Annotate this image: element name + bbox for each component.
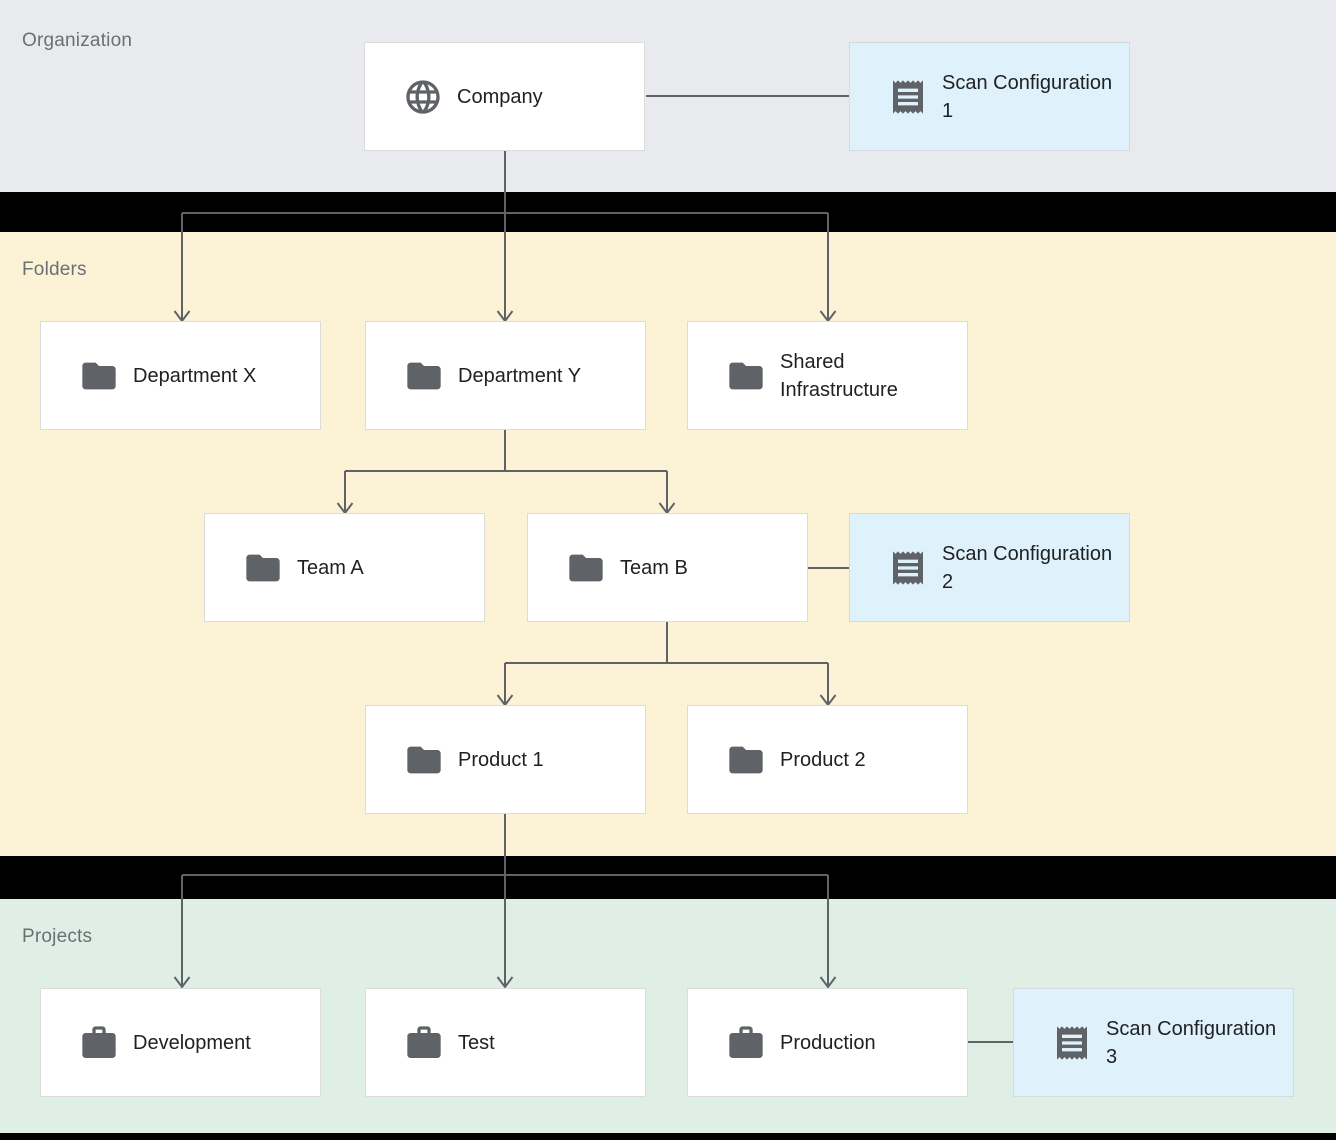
node-company-label: Company <box>457 85 543 108</box>
scan-config-2-label: Scan Configuration 2 <box>942 542 1113 593</box>
node-department-x-label: Department X <box>133 364 257 387</box>
section-label-folders: Folders <box>22 259 87 280</box>
node-team-a: Team A <box>204 513 485 622</box>
folder-icon <box>246 554 280 581</box>
folder-icon <box>729 362 763 389</box>
section-label-projects: Projects <box>22 926 93 947</box>
node-shared-infrastructure: Shared Infrastructure <box>687 321 968 430</box>
node-product-1-label: Product 1 <box>458 748 544 771</box>
receipt-icon <box>893 79 923 114</box>
node-team-b: Team B <box>527 513 808 622</box>
node-department-y-label: Department Y <box>458 364 582 387</box>
node-production: Production <box>687 988 968 1097</box>
node-team-b-label: Team B <box>620 556 688 579</box>
node-product-1: Product 1 <box>365 705 646 814</box>
folder-icon <box>407 746 441 773</box>
globe-icon <box>406 79 440 114</box>
node-shared-infrastructure-label: Shared Infrastructure <box>780 350 898 401</box>
node-development-label: Development <box>133 1031 251 1054</box>
node-product-2: Product 2 <box>687 705 968 814</box>
briefcase-icon <box>82 1025 116 1058</box>
receipt-icon <box>893 550 923 585</box>
node-production-label: Production <box>780 1031 876 1054</box>
node-department-y: Department Y <box>365 321 646 430</box>
node-test-label: Test <box>458 1031 495 1054</box>
briefcase-icon <box>729 1025 763 1058</box>
node-development: Development <box>40 988 321 1097</box>
node-scan-configuration-2: Scan Configuration 2 <box>849 513 1130 622</box>
receipt-icon <box>1057 1025 1087 1060</box>
node-team-a-label: Team A <box>297 556 364 579</box>
node-test: Test <box>365 988 646 1097</box>
folder-icon <box>82 362 116 389</box>
organization-band <box>0 0 1336 192</box>
briefcase-icon <box>407 1025 441 1058</box>
scan-config-3-label: Scan Configuration 3 <box>1106 1017 1277 1068</box>
node-scan-configuration-1: Scan Configuration 1 <box>849 42 1130 151</box>
node-company: Company <box>364 42 645 151</box>
folder-icon <box>407 362 441 389</box>
node-product-2-label: Product 2 <box>780 748 866 771</box>
node-department-x: Department X <box>40 321 321 430</box>
node-scan-configuration-3: Scan Configuration 3 <box>1013 988 1294 1097</box>
scan-config-1-label: Scan Configuration 1 <box>942 71 1113 122</box>
folder-icon <box>729 746 763 773</box>
section-label-organization: Organization <box>22 30 133 51</box>
folder-icon <box>569 554 603 581</box>
